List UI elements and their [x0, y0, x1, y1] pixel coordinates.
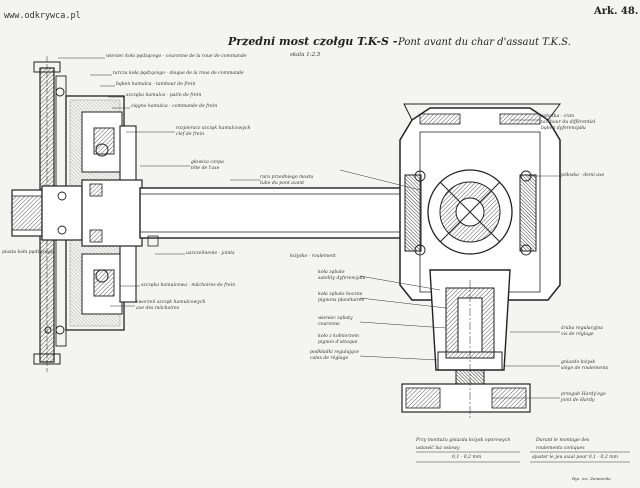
label-sprocket-disc: tarcza koła pędzącego - disque de la rou… — [113, 71, 244, 76]
label-bearing-seat: gniazdo łożysk — [561, 360, 596, 365]
label-brake-drum: bęben hamulca - tambour de frein — [116, 82, 196, 87]
wheel-hub — [11, 179, 143, 247]
scale-label: skala 1:2.5 — [290, 52, 321, 58]
label-axle-head: głowica czopa — [191, 160, 224, 165]
differential-housing — [399, 103, 561, 301]
label-diff-satellites: satelity dyferencjału — [318, 276, 366, 281]
label-ring-gear: wieniec zębaty — [318, 316, 353, 321]
label-side-gears: koła zębate boczne — [318, 292, 363, 297]
watermark: www.odkrywca.pl — [4, 11, 81, 21]
label-adjust-screw-fr: vis de réglage — [561, 332, 594, 337]
note-french-line-1: Durant le montage des — [536, 438, 590, 443]
label-half-shaft: półoska - demi-axe — [561, 173, 605, 178]
sheet-number: Ark. 48. — [594, 6, 639, 17]
label-hardy-joint: przegub Hardy'ego — [561, 392, 606, 397]
label-shims: podkładki regulujące — [310, 350, 360, 355]
title-polish: Przedni most czołgu T.K-S - — [228, 35, 398, 48]
label-hardy-joint-fr: joint de Hardy — [561, 398, 595, 403]
leader-lines — [58, 57, 560, 399]
label-adjust-screw: śruba regulacyjna — [561, 326, 603, 331]
label-attack-pinion: pignon d'attaque — [318, 340, 358, 345]
note-french-line-2: roulements coniques — [536, 446, 585, 451]
label-diff-drum: bęben dyferencjału — [541, 126, 586, 131]
label-seals: uszczelnienie - joints — [186, 251, 235, 256]
label-gears: koła zębate — [318, 270, 345, 275]
label-brake-spreader-fr: clef de frein — [176, 132, 205, 137]
note-polish-line-1: Przy montażu gniazda łożysk oporowych — [416, 438, 511, 443]
label-axle-tube: rura przedniego mostu — [260, 175, 314, 180]
note-polish-line-2: ustawić luz osiowy — [416, 446, 460, 451]
label-sprocket-rim: wieniec koła pędzącego - couronne de la … — [106, 54, 247, 59]
title-french: Pont avant du char d'assaut T.K.S. — [398, 37, 571, 48]
pinion-housing — [401, 269, 531, 420]
label-brake-rod: cięgno hamulca - commande de frein — [131, 104, 218, 109]
label-jaw-pin-fr: axe des mâchoires — [136, 306, 180, 311]
label-brake-jaws: szczęka hamulcowa - mâchoires de frein — [141, 283, 236, 288]
label-axle-head-fr: tête de l'axe — [191, 166, 220, 171]
axle-tube — [139, 187, 421, 247]
notes-frame — [416, 451, 630, 463]
note-french-line-3: ajuster le jeu axial pour 0,1 - 0,2 mm — [532, 455, 618, 460]
label-flanged-pinion: koło z kołnierzem — [318, 334, 360, 339]
label-ring-gear-fr: couronne — [318, 322, 340, 327]
label-brake-shoe: szczęka hamulca - patin de frein — [126, 93, 202, 98]
label-shims-fr: cales de réglage — [310, 356, 349, 361]
label-planetary-pinions: pignons planétaires — [318, 298, 365, 303]
label-brake-spreader: rozpieracz szczęk hamulcowych — [176, 126, 251, 131]
label-jaw-pin: sworzeń szczęk hamulcowych — [136, 300, 206, 305]
brake-drum — [65, 95, 137, 331]
signature: Rys. inż. Zamiarski — [572, 476, 611, 481]
label-hub: piasta koła pędzącego — [2, 250, 54, 255]
note-polish-line-3: 0,1 - 0,2 mm — [452, 455, 482, 460]
label-axle-tube-fr: tube du pont avant — [260, 181, 305, 186]
label-gear-rack: zębatka - cran — [541, 114, 575, 119]
label-diff-drum-fr: tambour du différentiel — [541, 120, 596, 125]
label-bearing: łożysko - roulement — [290, 254, 336, 259]
label-bearing-seat-fr: siège de roulements — [561, 366, 609, 371]
